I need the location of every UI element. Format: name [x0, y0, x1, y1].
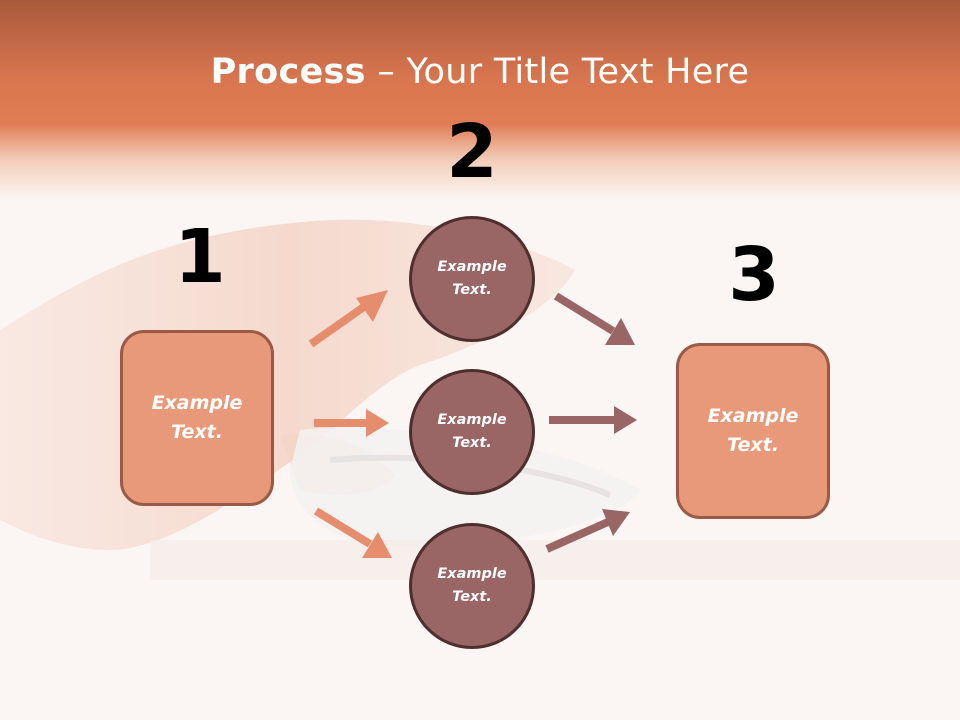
arrow-middle-circle-to-box	[549, 406, 637, 434]
title-rest: – Your Title Text Here	[365, 52, 750, 92]
process-box-left: Example Text.	[120, 330, 274, 506]
arrow-bottom-circle-to-box	[545, 509, 630, 553]
step-number-3: 3	[728, 232, 780, 318]
arrow-box-to-middle-circle	[314, 409, 389, 437]
arrow-box-to-top-circle	[308, 290, 388, 348]
box-right-label: Example Text.	[707, 405, 799, 456]
step-number-1: 1	[174, 214, 226, 300]
arrow-box-to-bottom-circle	[313, 507, 392, 558]
process-circle-bottom: Example Text.	[409, 523, 535, 649]
header-band	[0, 0, 960, 200]
circle-middle-label: Example Text.	[437, 412, 507, 451]
title-bold: Process	[210, 52, 366, 92]
circle-top-label: Example Text.	[437, 259, 507, 298]
circle-bottom-label: Example Text.	[437, 566, 507, 605]
step-number-2: 2	[446, 109, 498, 195]
box-left-label: Example Text.	[151, 392, 243, 443]
slide-title: Process – Your Title Text Here	[0, 52, 960, 92]
process-circle-top: Example Text.	[409, 216, 535, 342]
process-circle-middle: Example Text.	[409, 369, 535, 495]
process-box-right: Example Text.	[676, 343, 830, 519]
arrow-top-circle-to-box	[553, 292, 635, 345]
